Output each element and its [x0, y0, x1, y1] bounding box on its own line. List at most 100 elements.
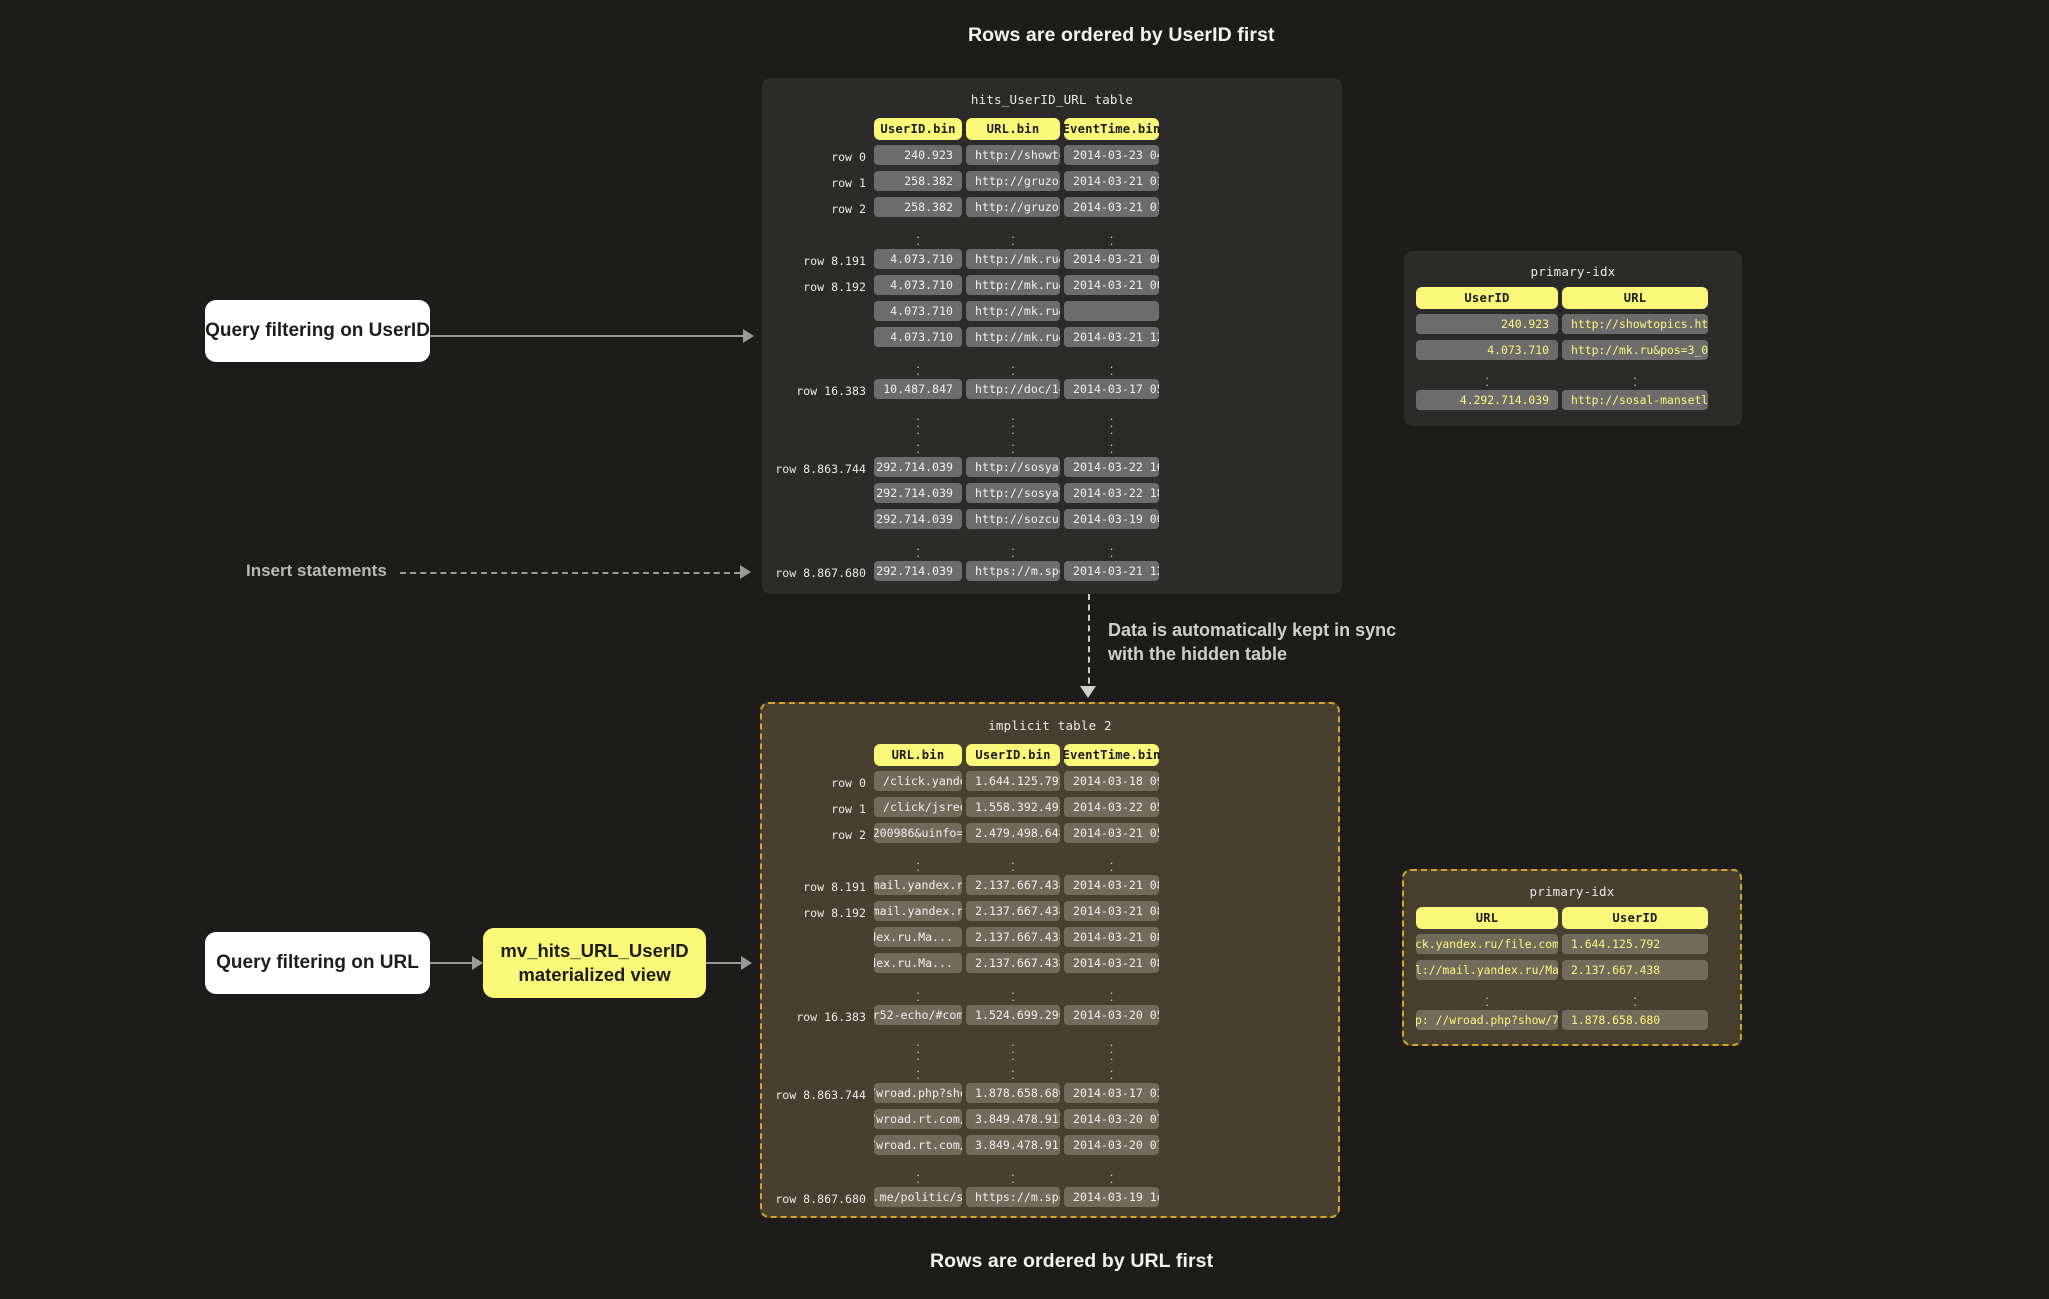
top-idx-title: primary-idx [1530, 264, 1616, 279]
table-cell-time: 2014-03-22 05:55:22 [1064, 797, 1159, 817]
ellipsis-cell: ... [1109, 1034, 1114, 1064]
table-cell-url: http://wroad.rt.com/tr/... [874, 1135, 962, 1155]
ellipsis-cell: ... [1109, 852, 1114, 882]
row-label: row 8.863.744 [775, 1088, 866, 1102]
table-cell-userid: 2.137.667.438 [966, 953, 1060, 973]
bottom-idx-title: primary-idx [1529, 884, 1615, 899]
table-cell-url: http://wroad.rt.com/tr/... [874, 1109, 962, 1129]
row-label: row 16.383 [796, 1010, 866, 1024]
idx-cell-url: goal://mail.yandex.ru/Ma... [1416, 960, 1558, 980]
table-cell-time: 2014-03-21 05:23:19 [1064, 823, 1159, 843]
insert-statements-arrowhead [740, 565, 751, 579]
ellipsis-cell: ... [1011, 226, 1015, 256]
table-cell-time: 2014-03-21 08:33:02 [1064, 953, 1159, 973]
idx-cell-url: http://showtopics.html%3... [1562, 314, 1708, 334]
row-label: row 8.863.744 [775, 462, 866, 476]
ellipsis-cell: ... [916, 1034, 920, 1064]
table-cell-url: res://m.me/politic/stati... [874, 1187, 962, 1207]
query-url-to-mv-connector [430, 962, 472, 964]
top-heading: Rows are ordered by UserID first [968, 24, 1275, 46]
table-cell-time: 2014-03-21 00:26:41 [1064, 249, 1159, 269]
row-label: row 8.867.680 [775, 566, 866, 580]
table-cell-time: 2014-03-21 01:03:28 [1064, 171, 1159, 191]
table-cell-time: 2014-03-21 08:24:50 [1064, 875, 1159, 895]
row-label: row 8.192 [803, 280, 866, 294]
table-cell-url: goal://mail.yandex.ru/Ma... [874, 901, 962, 921]
row-label: row 16.383 [796, 384, 866, 398]
row-label: row 2 [831, 828, 866, 842]
table-cell-url: goal://yandex.ru.Ma... [874, 927, 962, 947]
table-cell-url: http://sosyal-mansetleri... [966, 483, 1060, 503]
query-url-to-mv-arrowhead [472, 956, 483, 970]
table-cell-time: 2014-03-22 16:22:00 [1064, 457, 1159, 477]
ellipsis-cell: ... [916, 982, 920, 1012]
ellipsis-cell: ... [1011, 538, 1015, 568]
ellipsis-cell: ... [1011, 1164, 1015, 1194]
table-cell-userid: 258.382 [874, 171, 962, 191]
idx-cell-userid: 240.923 [1416, 314, 1558, 334]
query-userid-arrowhead [743, 329, 754, 343]
ellipsis-cell: ... [1485, 987, 1489, 1017]
table-cell-time: 2014-03-19 00:09:42 [1064, 509, 1159, 529]
ellipsis-cell: ... [1633, 367, 1637, 397]
table-cell-userid: 4.073.710 [874, 301, 962, 321]
ellipsis-cell: ... [1109, 1164, 1114, 1194]
table-cell-userid: 4.073.710 [874, 327, 962, 347]
table-cell-time: 2014-03-21 01:04:08 [1064, 197, 1159, 217]
idx-cell-url: http: //wroad.php?show/7... [1416, 1010, 1558, 1030]
table-cell-userid: 1.878.658.680 [966, 1083, 1060, 1103]
table-cell-url: http://doc/1437831&is_mo... [966, 379, 1060, 399]
table-cell-userid: 4.292.714.039 [874, 457, 962, 477]
column-header-userid-bin: UserID.bin [874, 118, 962, 140]
query-userid-connector [430, 335, 743, 337]
table-cell-userid: 3.849.478.917 [966, 1109, 1060, 1129]
table-cell-time: 2014-03-20 05:29:42 [1064, 1005, 1159, 1025]
column-header-eventtime-bin: EventTime.bin [1063, 744, 1160, 766]
table-cell-url: http://gruzochno.ru/ekat... [966, 197, 1060, 217]
table-cell-url: http://sosyal-mansetleri... [966, 457, 1060, 477]
bottom-primary-idx-box: primary-idx URLUserID/clck.yandex.ru/fil… [1402, 869, 1742, 1046]
idx-cell-userid: 4.073.710 [1416, 340, 1558, 360]
idx-column-header-url: URL [1562, 287, 1708, 309]
ellipsis-cell: ... [1011, 408, 1015, 438]
row-label: row 8.191 [803, 254, 866, 268]
table-cell-time: 2014-03-18 09:59:01 [1064, 771, 1159, 791]
table-cell-time: 2014-03-21 12:05:41 [1064, 561, 1159, 581]
column-header-url-bin: URL.bin [966, 118, 1060, 140]
sync-arrowhead [1080, 686, 1096, 698]
table-cell-time: 2014-03-21 12:25:12 [1064, 327, 1159, 347]
query-filtering-userid-callout[interactable]: Query filtering on UserID [205, 300, 430, 362]
table-cell-userid: 1.524.699.296 [966, 1005, 1060, 1025]
mv-to-table-arrowhead [741, 956, 752, 970]
row-label: row 0 [831, 150, 866, 164]
ellipsis-cell: ... [916, 538, 920, 568]
table-cell-time: 2014-03-21 08:32:15 [1064, 927, 1159, 947]
sync-note-line2: with the hidden table [1108, 644, 1287, 665]
table-cell-userid: https://m.sport.airway/? [966, 1187, 1060, 1207]
table-cell-userid: 4.073.710 [874, 249, 962, 269]
row-label: row 8.192 [803, 906, 866, 920]
table-cell-userid: 2.137.667.438 [966, 927, 1060, 947]
ellipsis-cell: ... [1011, 982, 1015, 1012]
ellipsis-cell: ... [1109, 538, 1114, 568]
materialized-view-box[interactable]: mv_hits_URL_UserID materialized view [483, 928, 706, 998]
ellipsis-cell: ... [916, 852, 920, 882]
table-cell-url: http://showtopics.html%3... [966, 145, 1060, 165]
table-cell-userid: 1.644.125.792 [966, 771, 1060, 791]
table-cell-userid: 2.479.498.648 [966, 823, 1060, 843]
table-cell-url: https://m.sport.airway/? [966, 561, 1060, 581]
ellipsis-cell: ... [1011, 852, 1015, 882]
query-filtering-url-callout[interactable]: Query filtering on URL [205, 932, 430, 994]
table-cell-userid: 4.073.710 [874, 275, 962, 295]
table-cell-url: http://gruzochno.ru/ekat... [966, 171, 1060, 191]
table-cell-userid: 4.292.714.039 [874, 561, 962, 581]
ellipsis-cell: ... [1109, 1060, 1114, 1090]
idx-cell-userid: 1.644.125.792 [1562, 934, 1708, 954]
sync-note: Data is automatically kept in sync with … [1108, 618, 1396, 667]
table-cell-time: 2014-03-20 07:31:39 [1064, 1109, 1159, 1129]
sync-connector [1088, 594, 1090, 694]
table-cell-time: 2014-03-22 18:02:12 [1064, 483, 1159, 503]
table-cell-url: goal://r52-echo/#compose... [874, 1005, 962, 1025]
ellipsis-cell: ... [1109, 408, 1114, 438]
